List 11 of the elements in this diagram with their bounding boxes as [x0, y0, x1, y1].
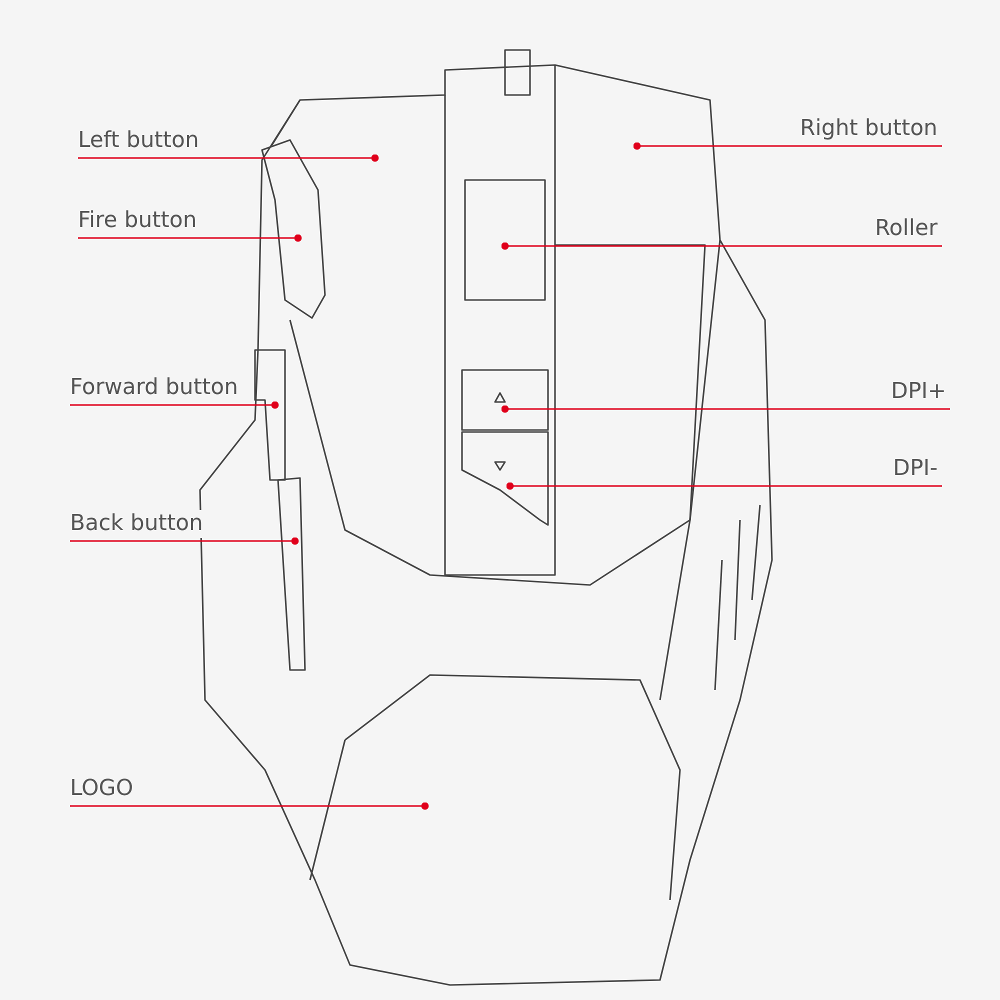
leader-line [506, 482, 942, 490]
leader-line [70, 537, 299, 545]
leader-line [70, 401, 279, 409]
callout-label: Right button [800, 115, 938, 143]
leader-line [70, 802, 429, 810]
leader-line [78, 154, 379, 162]
callout-label: Back button [70, 510, 203, 538]
leader-line [501, 405, 950, 413]
leader-line [501, 242, 942, 250]
leader-line [78, 234, 302, 242]
leader-line [633, 142, 942, 150]
